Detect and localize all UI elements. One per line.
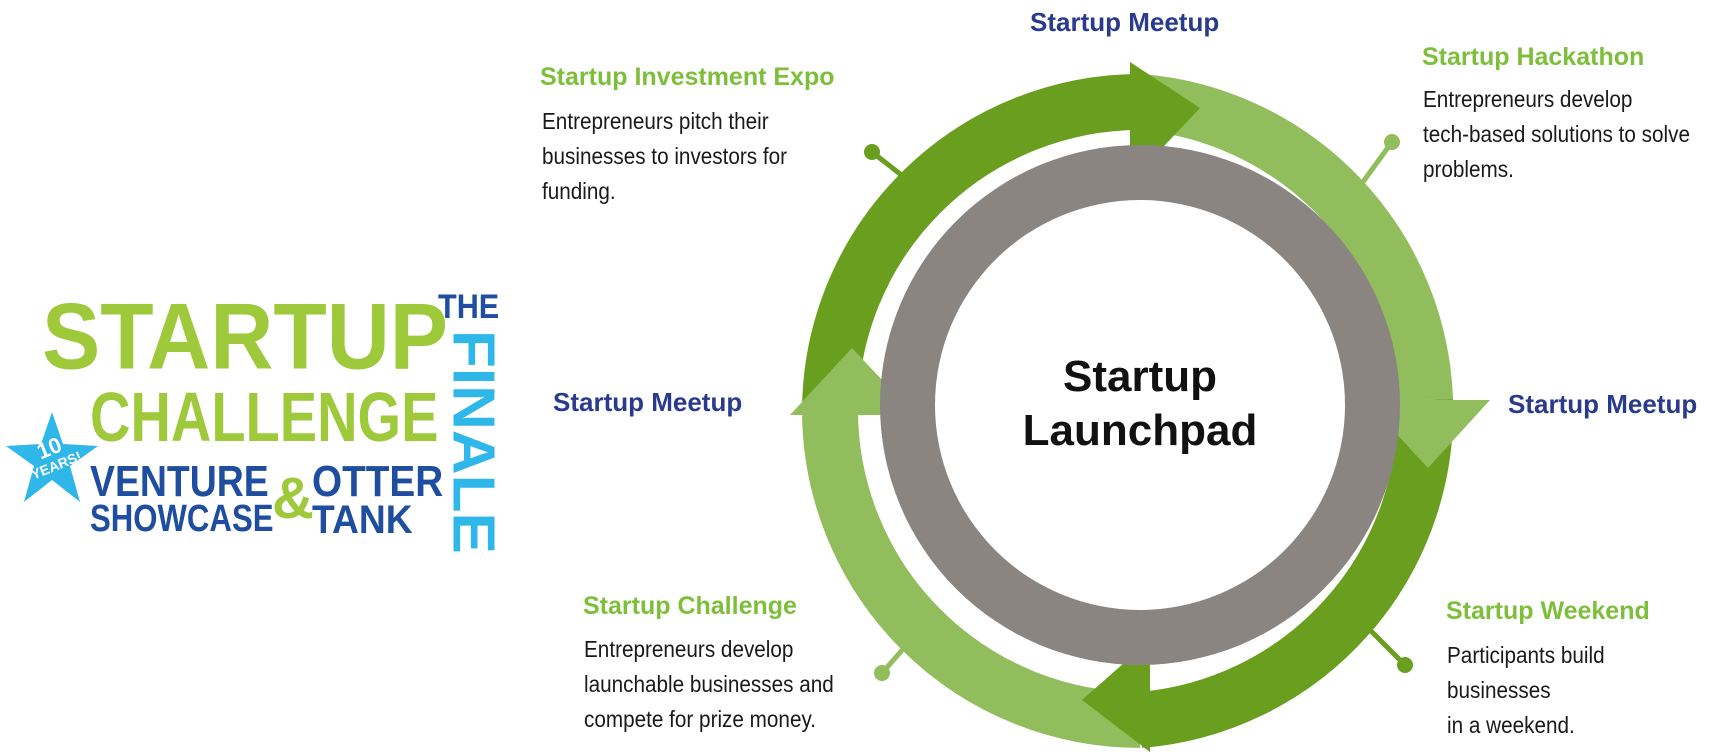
stage-desc-hackathon: Entrepreneurs develop tech-based solutio… <box>1423 86 1690 182</box>
stage-title-weekend: Startup Weekend <box>1446 597 1650 625</box>
meetup-label-right: Startup Meetup <box>1508 389 1698 419</box>
logo-word-showcase: SHOWCASE <box>90 498 274 540</box>
pin-bottom-right <box>1366 626 1413 673</box>
star-icon <box>6 412 98 502</box>
stage-desc-investment-expo: Entrepreneurs pitch their businesses to … <box>542 108 788 204</box>
stage-title-investment-expo: Startup Investment Expo <box>540 63 835 91</box>
startup-challenge-logo: STARTUP CHALLENGE VENTURE SHOWCASE & OTT… <box>0 284 506 554</box>
stage-desc-weekend: Participants build businesses in a weeke… <box>1447 642 1605 738</box>
ten-years-star-badge: 10 YEARS! <box>4 410 100 506</box>
center-title-line2: Launchpad <box>1022 406 1258 455</box>
logo-word-the: THE <box>438 288 500 326</box>
center-title: Startup Launchpad <box>990 350 1290 458</box>
logo-word-venture: VENTURE <box>90 457 269 506</box>
logo-ampersand: & <box>272 466 314 531</box>
stage-title-hackathon: Startup Hackathon <box>1422 43 1645 71</box>
logo-word-tank: TANK <box>312 498 413 542</box>
arc-top-left <box>802 74 1141 411</box>
center-title-line1: Startup <box>1063 352 1217 401</box>
logo-word-startup: STARTUP <box>42 284 449 389</box>
meetup-label-top: Startup Meetup <box>1030 7 1220 37</box>
arc-top-right <box>1137 74 1453 402</box>
pin-top-right <box>1357 134 1400 188</box>
arrowhead-bottom <box>1082 640 1150 752</box>
meetup-label-left: Startup Meetup <box>553 387 743 417</box>
stage-desc-challenge: Entrepreneurs develop launchable busines… <box>584 636 834 732</box>
logo-word-otter: OTTER <box>312 457 444 506</box>
logo-word-challenge: CHALLENGE <box>90 378 439 456</box>
stage-title-challenge: Startup Challenge <box>583 592 797 620</box>
center-circle <box>935 200 1345 610</box>
arc-bottom-left <box>802 409 1141 748</box>
arrow-ring <box>790 62 1490 752</box>
arc-bottom-right <box>1137 399 1454 748</box>
